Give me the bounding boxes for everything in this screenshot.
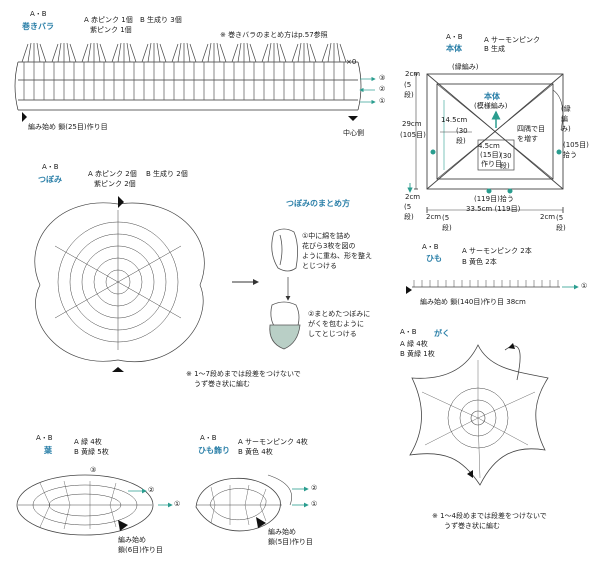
body-title: 本体 bbox=[446, 44, 462, 53]
bud-yarn-a: A 赤ピンク 2個 bbox=[88, 170, 137, 178]
finish-title: つぼみのまとめ方 bbox=[286, 199, 350, 208]
body-dim-in-dan: (30段) bbox=[456, 127, 468, 145]
bud-yarn-a2: 紫ピンク 2個 bbox=[94, 180, 136, 188]
leaf-ab: A・B bbox=[36, 434, 53, 442]
body-dim-c-dan2: (30段) bbox=[500, 152, 512, 170]
leaf-row-3: ③ bbox=[90, 466, 97, 474]
ornament-start-1: 編み始め bbox=[268, 528, 296, 536]
ornament-title: ひも飾り bbox=[198, 446, 230, 455]
ornament-chart bbox=[195, 474, 309, 532]
leaf-start-1: 編み始め bbox=[118, 536, 146, 544]
body-dim-bl: 2cm bbox=[426, 213, 442, 221]
calyx-title: がく bbox=[434, 329, 450, 338]
calyx-yarn-b: B 黄緑 1枚 bbox=[400, 350, 435, 358]
leaf-row-1: ① bbox=[174, 500, 181, 508]
calyx-ab: A・B bbox=[400, 328, 417, 336]
cord-yarn-a: A サーモンピンク 2本 bbox=[462, 247, 532, 255]
calyx-chart bbox=[409, 343, 549, 486]
ornament-row-2: ② bbox=[311, 484, 318, 492]
cord-title: ひも bbox=[426, 254, 442, 263]
leaf-start-2: 鎖(6目)作り目 bbox=[118, 546, 163, 554]
body-edge-right: (縁編み) bbox=[561, 105, 571, 133]
body-ab: A・B bbox=[446, 33, 463, 41]
bud-title: つぼみ bbox=[38, 175, 62, 184]
body-dim-top-dan: (5段) bbox=[404, 81, 414, 99]
body-dim-in-cm: 14.5cm bbox=[441, 116, 468, 124]
body-dim-br: 2cm bbox=[540, 213, 556, 221]
finish-step2b: がくを包むように bbox=[308, 320, 364, 328]
ornament-start-2: 鎖(5目)作り目 bbox=[268, 538, 313, 546]
rose-center: 中心側 bbox=[343, 129, 364, 137]
finish-step2c: してとじつける bbox=[308, 330, 357, 338]
rose-yarn-a: A 赤ピンク 1個 bbox=[84, 16, 133, 24]
rose-row-2: ② bbox=[379, 85, 386, 93]
body-dim-left-rows: (105目) bbox=[400, 131, 426, 139]
finish-step2a: ②まとめたつぼみに bbox=[308, 310, 371, 318]
rose-title: 巻きバラ bbox=[22, 22, 54, 31]
rose-row-1: ① bbox=[379, 97, 386, 105]
body-inner-title: 本体 bbox=[484, 92, 500, 101]
ornament-yarn-a: A サーモンピンク 4枚 bbox=[238, 438, 308, 446]
rose-row-3: ③ bbox=[379, 74, 386, 82]
cord-start: 編み始め 鎖(140目)作り目 38cm bbox=[420, 298, 526, 306]
rose-chart bbox=[14, 42, 376, 122]
rose-start: 編み始め 鎖(25目)作り目 bbox=[28, 123, 108, 131]
body-dim-c-dan: (15目) bbox=[480, 151, 502, 159]
rose-note: ※ 巻きバラのまとめ方はp.57参照 bbox=[220, 31, 328, 39]
finish-step1a: ①中に綿を詰め bbox=[302, 232, 351, 240]
finish-step1d: とじつける bbox=[302, 262, 337, 270]
finish-sketches bbox=[269, 228, 301, 350]
rose-fans bbox=[21, 42, 347, 63]
ornament-yarn-b: B 黄色 4枚 bbox=[238, 448, 273, 456]
body-edge-top: (縁編み) bbox=[452, 63, 479, 71]
rose-stitch-columns bbox=[23, 62, 345, 100]
leaf-chart bbox=[16, 474, 173, 536]
calyx-yarn-a: A 緑 4枚 bbox=[400, 340, 428, 348]
body-dim-c-make: 作り目 bbox=[481, 160, 502, 168]
body-inner-sub: (模様編み) bbox=[474, 102, 508, 110]
bud-note-1: ※ 1〜7段めまでは段差をつけないで bbox=[186, 370, 301, 378]
finish-step1b: 花びら3枚を図の bbox=[302, 242, 356, 250]
body-yarn-b: B 生成 bbox=[484, 45, 506, 53]
rose-x0: ×0 bbox=[346, 58, 357, 66]
cord-ab: A・B bbox=[422, 243, 439, 251]
bud-ab: A・B bbox=[42, 163, 59, 171]
body-dim-br-dan: (5段) bbox=[556, 214, 566, 232]
body-dim-right: (105目)拾う bbox=[563, 141, 589, 159]
body-chart bbox=[407, 73, 564, 213]
calyx-note-2: うず巻き状に編む bbox=[444, 522, 500, 530]
ornament-row-1: ① bbox=[311, 500, 318, 508]
body-dim-left-cm: 29cm bbox=[402, 120, 422, 128]
body-yarn-a: A サーモンピンク bbox=[484, 36, 541, 44]
body-dim-bl-dan: (5段) bbox=[442, 214, 452, 232]
cord-row-1: ① bbox=[581, 282, 588, 290]
calyx-note-1: ※ 1〜4段めまでは段差をつけないで bbox=[432, 512, 547, 520]
rose-yarn-a2: 紫ピンク 1個 bbox=[90, 26, 132, 34]
bud-note-2: うず巻き状に編む bbox=[194, 380, 250, 388]
cord-yarn-b: B 黄色 2本 bbox=[462, 258, 497, 266]
body-dim-bot-cm: 2cm bbox=[405, 193, 421, 201]
ornament-ab: A・B bbox=[200, 434, 217, 442]
body-dim-bot-dan: (5段) bbox=[404, 203, 414, 221]
rose-ab: A・B bbox=[30, 10, 47, 18]
cord-chart bbox=[406, 280, 579, 294]
body-dim-w: 33.5cm (119目) bbox=[466, 205, 521, 213]
bud-chart bbox=[34, 196, 259, 372]
finish-step1c: ように重ね、形を整え bbox=[302, 252, 372, 260]
leaf-yarn-b: B 黄緑 5枚 bbox=[74, 448, 109, 456]
bud-yarn-b: B 生成り 2個 bbox=[146, 170, 188, 178]
body-dim-c-cm: 4.5cm bbox=[478, 142, 500, 150]
leaf-yarn-a: A 緑 4枚 bbox=[74, 438, 102, 446]
leaf-title: 葉 bbox=[44, 446, 52, 455]
body-dim-bot-rows: (119目)拾う bbox=[474, 195, 514, 203]
rose-yarn-b: B 生成り 3個 bbox=[140, 16, 182, 24]
leaf-row-2: ② bbox=[148, 486, 155, 494]
body-corner: 四隅で目を増す bbox=[517, 125, 545, 143]
body-dim-top-cm: 2cm bbox=[405, 70, 421, 78]
